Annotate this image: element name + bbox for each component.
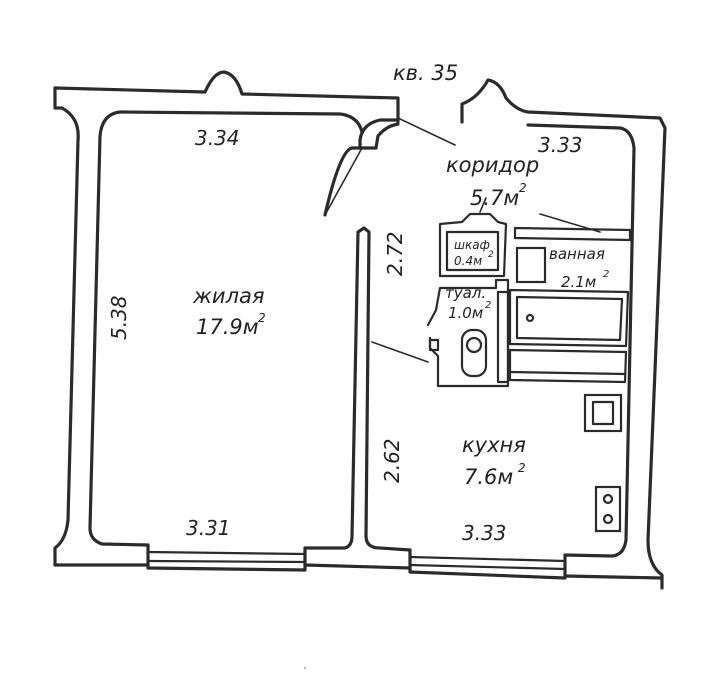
toilet-block	[426, 278, 510, 388]
bathtub-fixture	[515, 295, 624, 342]
dimension-living-left: 5.38	[107, 295, 131, 340]
kitchen-fixtures	[583, 393, 623, 533]
closet-area: 0.4м	[454, 254, 482, 268]
toilet-area-sup: 2	[485, 300, 491, 311]
corridor-area: 5.7м	[470, 186, 519, 210]
kitchen-name: кухня	[462, 433, 526, 457]
bathroom-name: ванная	[549, 245, 605, 263]
dimension-partition-lower: 2.62	[380, 438, 404, 483]
kitchen-area-sup: 2	[518, 461, 526, 475]
closet-block	[438, 197, 508, 278]
living-room-name: жилая	[192, 284, 265, 308]
closet-name: шкаф	[454, 238, 490, 252]
living-room-area: 17.9м	[196, 315, 259, 339]
sink-fixture	[515, 246, 547, 284]
toilet-area: 1.0м	[448, 304, 483, 322]
kitchen-door-leaf	[371, 341, 429, 363]
living-area-sup: 2	[258, 311, 266, 325]
bathroom-area-sup: 2	[603, 269, 609, 280]
dimension-corridor-top: 3.33	[538, 133, 583, 157]
kitchen-area: 7.6м	[464, 465, 513, 489]
entry-door-leaf	[397, 117, 456, 146]
dimension-kitchen-bottom: 3.33	[462, 521, 507, 545]
living-room-walls	[88, 110, 412, 572]
bathroom-area: 2.1м	[561, 273, 596, 291]
apartment-label: кв. 35	[393, 61, 458, 85]
toilet-name: туал.	[445, 284, 486, 302]
dimension-living-top: 3.34	[195, 126, 240, 150]
closet-area-sup: 2	[488, 250, 494, 260]
living-door-leaf	[324, 147, 363, 216]
corridor-name: коридор	[446, 153, 539, 177]
bathroom-block	[508, 213, 632, 384]
service-rooms-walls	[408, 123, 636, 580]
corridor-area-sup: 2	[519, 181, 527, 195]
kitchen-sink-fixture	[583, 393, 623, 433]
scan-speck	[303, 666, 307, 670]
dimension-partition-upper: 2.72	[383, 231, 407, 276]
dimension-living-bottom: 3.31	[186, 516, 231, 540]
stove-fixture	[594, 485, 622, 533]
exterior-wall	[53, 70, 667, 590]
